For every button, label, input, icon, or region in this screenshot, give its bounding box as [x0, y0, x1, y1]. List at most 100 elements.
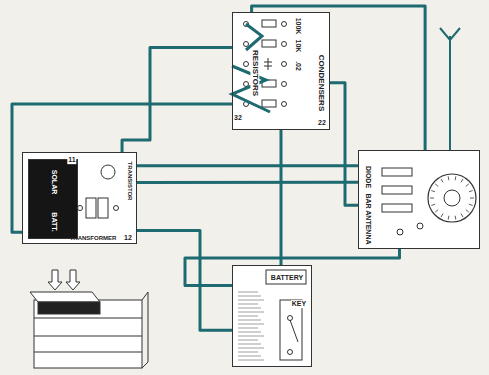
- drawing-stroke: [238, 348, 264, 349]
- drawing-stroke: [448, 176, 450, 180]
- value-label: 22: [317, 119, 327, 127]
- drawing-stroke: [397, 229, 403, 235]
- value-label: 32: [233, 114, 243, 122]
- transistor-board: TRANSISTORTRANSFORMERSOLARBATT.: [22, 152, 137, 244]
- drawing-stroke: [238, 352, 258, 353]
- antenna-symbol: [440, 28, 460, 150]
- drawing-stroke: [238, 300, 264, 301]
- drawing-stroke: [382, 168, 412, 176]
- terminal-row: [244, 22, 287, 107]
- value-label: .02: [294, 60, 302, 72]
- drawing-stroke: [382, 186, 412, 194]
- drawing-stroke: [441, 214, 443, 217]
- drawing-stroke: [238, 296, 261, 297]
- drawing-stroke: [431, 204, 435, 205]
- drawing-stroke: [440, 28, 460, 40]
- drawing-stroke: [238, 336, 264, 337]
- drawing-stroke: [470, 198, 474, 199]
- drawing-stroke: [448, 216, 450, 220]
- drawing-stroke: [455, 216, 457, 220]
- resistor-symbol: [262, 20, 276, 107]
- drawing-stroke: [98, 198, 108, 218]
- drawing-stroke: [455, 176, 457, 180]
- transformer-symbol: [78, 198, 119, 218]
- diode-board: DIODEBAR ANTENNA: [358, 150, 480, 249]
- drawing-stroke: [142, 292, 148, 300]
- drawing-stroke: [431, 190, 435, 191]
- part-name: CONDENSERS: [317, 54, 326, 112]
- drawing-stroke: [238, 328, 258, 329]
- solar-cell: SOLAR BATT.: [28, 159, 78, 239]
- drawing-stroke: [466, 210, 469, 213]
- drawing-stroke: [417, 223, 423, 229]
- drawing-stroke: [435, 210, 438, 213]
- wire: [185, 249, 399, 286]
- drawing-stroke: [280, 300, 302, 360]
- drawing-stroke: [264, 62, 272, 63]
- jumper-wire: [246, 24, 262, 50]
- drawing-stroke: [238, 292, 258, 293]
- drawing-stroke: [441, 179, 443, 182]
- drawing-stroke: [148, 292, 149, 362]
- drawing-stroke: [268, 58, 269, 70]
- drawing-stroke: [466, 184, 469, 187]
- drawing-stroke: [66, 270, 80, 290]
- wire: [280, 130, 283, 265]
- drawing-stroke: [48, 270, 62, 290]
- wire: [137, 164, 358, 167]
- component-panel: RESISTORSCONDENSERS: [232, 12, 330, 130]
- drawing-stroke: [262, 100, 276, 107]
- drawing-stroke: [34, 318, 142, 319]
- drawing-stroke: [38, 302, 100, 314]
- drawing-stroke: [428, 174, 476, 222]
- drawing-stroke: [444, 190, 460, 206]
- drawing-stroke: [238, 312, 264, 313]
- transistor-symbol: [101, 165, 115, 179]
- wire: [122, 47, 232, 152]
- drawing-stroke: [78, 206, 83, 211]
- drawing-stroke: [282, 22, 287, 27]
- drawing-stroke: [282, 42, 287, 47]
- drawing-stroke: [430, 198, 434, 199]
- insert-arrow: [48, 270, 80, 290]
- drawing-stroke: [238, 324, 264, 325]
- instruction-list: [238, 292, 264, 360]
- tuning-dial: [428, 174, 476, 222]
- drawing-stroke: [262, 40, 276, 47]
- part-name: BAR ANTENNA: [364, 192, 372, 245]
- value-label: 100K: [294, 17, 302, 36]
- value-label: 11: [67, 156, 76, 164]
- drawer-chest: [30, 292, 148, 368]
- drawing-stroke: [461, 214, 463, 217]
- key-symbol: [280, 300, 302, 360]
- wire: [252, 6, 426, 150]
- drawing-stroke: [30, 292, 100, 302]
- part-name: SOLAR: [50, 169, 58, 196]
- wire: [137, 181, 358, 184]
- value-label: 12: [123, 234, 133, 242]
- battery-board: [232, 265, 312, 367]
- transistor-board: [22, 152, 137, 244]
- battery-box: [266, 270, 306, 284]
- drawing-stroke: [238, 316, 258, 317]
- drawing-stroke: [264, 66, 272, 67]
- drawing-stroke: [449, 36, 451, 150]
- drawing-stroke: [238, 344, 261, 345]
- drawing-stroke: [238, 340, 258, 341]
- diode-board: [358, 150, 480, 248]
- drawing-stroke: [282, 102, 287, 107]
- part-name: BATTERY: [270, 274, 304, 282]
- drawing-stroke: [469, 190, 473, 191]
- drawing-stroke: [34, 336, 142, 337]
- drawing-stroke: [238, 320, 261, 321]
- drawing-stroke: [142, 362, 148, 368]
- part-name: BATT.: [50, 211, 58, 232]
- drawing-stroke: [282, 82, 287, 87]
- drawing-stroke: [238, 356, 261, 357]
- drawing-stroke: [435, 184, 438, 187]
- drawing-stroke: [244, 42, 249, 47]
- part-name: TRANSISTOR: [127, 161, 134, 202]
- drawing-stroke: [469, 204, 473, 205]
- part-name: KEY: [291, 300, 307, 308]
- wire: [137, 230, 232, 330]
